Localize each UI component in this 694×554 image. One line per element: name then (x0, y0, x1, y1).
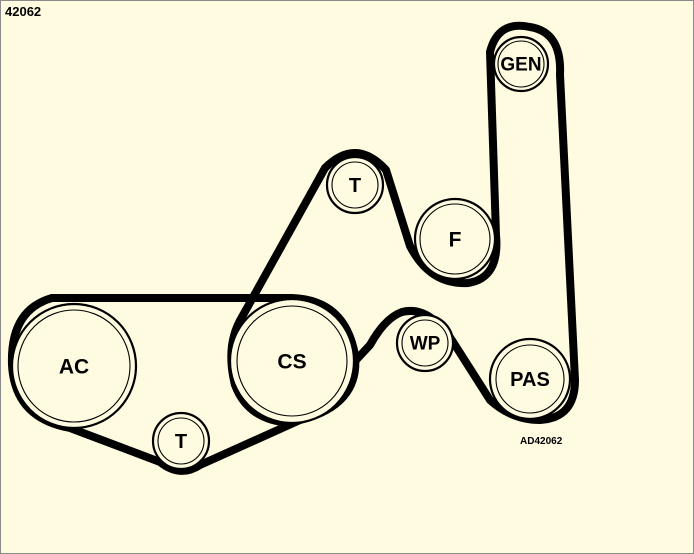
pulley-cs: CS (228, 297, 356, 425)
pulley-cs-label: CS (277, 351, 306, 374)
diagram-id: 42062 (5, 4, 42, 19)
pulley-f-label: F (449, 229, 462, 252)
pulley-ac-label: AC (59, 356, 89, 379)
pulley-t-lower: T (151, 411, 211, 471)
pulley-gen-label: GEN (500, 55, 541, 76)
pulley-pas-label: PAS (510, 369, 550, 391)
pulley-gen: GEN (492, 35, 550, 93)
pulley-ac: AC (10, 302, 138, 430)
pulley-t-upper-label: T (349, 175, 361, 197)
pulley-pas: PAS (488, 337, 572, 421)
pulley-f: F (413, 197, 497, 281)
pulley-wp-label: WP (410, 334, 441, 355)
pulley-t-lower-label: T (175, 431, 187, 453)
pulley-t-upper: T (325, 155, 385, 215)
reference-code: AD42062 (520, 436, 563, 447)
pulley-wp: WP (395, 313, 455, 373)
